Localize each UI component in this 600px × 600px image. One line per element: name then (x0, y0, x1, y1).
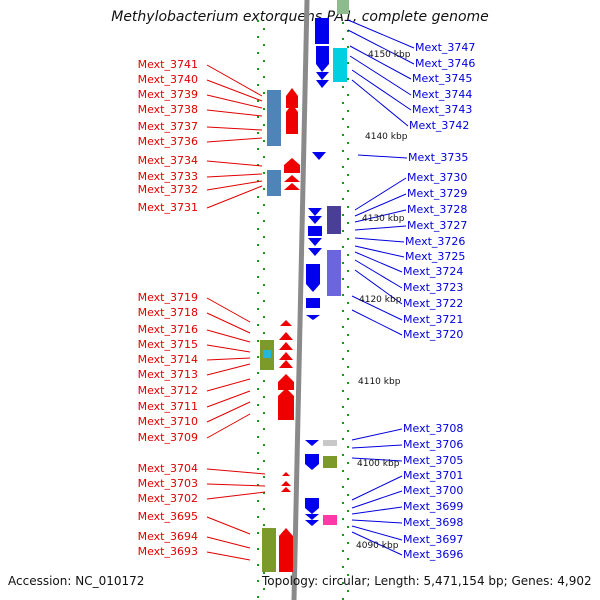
right-leader-lines (347, 19, 415, 556)
feature-block (263, 350, 271, 358)
gene-label-left[interactable]: Mext_3713 (137, 368, 198, 381)
gene-label-left[interactable]: Mext_3714 (137, 353, 198, 366)
feature-block (323, 515, 337, 525)
gene-label-right[interactable]: Mext_3700 (403, 484, 464, 497)
gene-label-right[interactable]: Mext_3722 (403, 297, 464, 310)
gene-label-left[interactable]: Mext_3741 (137, 58, 198, 71)
gene-label-left[interactable]: Mext_3719 (137, 291, 198, 304)
gene-label-left[interactable]: Mext_3716 (137, 323, 198, 336)
gene-label-right[interactable]: Mext_3744 (412, 88, 473, 101)
feature-block (327, 206, 341, 234)
gene-label-right[interactable]: Mext_3721 (403, 313, 464, 326)
gene-label-right[interactable]: Mext_3724 (403, 265, 464, 278)
gene-label-right[interactable]: Mext_3698 (403, 516, 464, 529)
scale-label: 4100 kbp (357, 459, 400, 469)
scale-label: 4120 kbp (359, 295, 402, 305)
gene-label-left[interactable]: Mext_3695 (137, 510, 198, 523)
gene-label-left[interactable]: Mext_3710 (137, 415, 198, 428)
scale-label: 4110 kbp (358, 377, 401, 387)
gene-label-left[interactable]: Mext_3702 (137, 492, 198, 505)
gene-label-left[interactable]: Mext_3703 (137, 477, 198, 490)
accession-text: Accession: NC_010172 (8, 574, 145, 588)
gene-label-right[interactable]: Mext_3747 (415, 41, 476, 54)
gene-label-right[interactable]: Mext_3743 (412, 103, 473, 116)
gene-label-right[interactable]: Mext_3730 (407, 171, 468, 184)
feature-block (333, 48, 347, 82)
genome-backbone (291, 0, 310, 600)
gene-label-right[interactable]: Mext_3701 (403, 469, 464, 482)
gene-label-right[interactable]: Mext_3720 (403, 328, 464, 341)
feature-block (327, 250, 341, 296)
gene-label-right[interactable]: Mext_3725 (405, 250, 466, 263)
gene-label-left[interactable]: Mext_3737 (137, 120, 198, 133)
forward-gene-arrows (278, 88, 300, 572)
scale-label: 4130 kbp (362, 214, 405, 224)
gene-label-left[interactable]: Mext_3731 (137, 201, 198, 214)
gene-label-left[interactable]: Mext_3715 (137, 338, 198, 351)
feature-block (323, 456, 337, 468)
gene-label-left[interactable]: Mext_3711 (137, 400, 198, 413)
gene-label-right[interactable]: Mext_3727 (407, 219, 468, 232)
gene-label-right[interactable]: Mext_3723 (403, 281, 464, 294)
gene-label-right[interactable]: Mext_3742 (409, 119, 470, 132)
gene-label-left[interactable]: Mext_3718 (137, 306, 198, 319)
gene-label-right[interactable]: Mext_3696 (403, 548, 464, 561)
reverse-gene-arrows (305, 18, 329, 526)
scale-label: 4140 kbp (365, 132, 408, 142)
topology-text: Topology: circular; Length: 5,471,154 bp… (262, 574, 592, 588)
scale-label: 4150 kbp (368, 50, 411, 60)
gene-label-left[interactable]: Mext_3712 (137, 384, 198, 397)
gene-label-right[interactable]: Mext_3745 (412, 72, 473, 85)
gene-label-right[interactable]: Mext_3728 (407, 203, 468, 216)
feature-block (267, 90, 281, 146)
feature-block (262, 528, 276, 572)
feature-block (337, 0, 349, 14)
gene-label-left[interactable]: Mext_3736 (137, 135, 198, 148)
gene-label-left[interactable]: Mext_3704 (137, 462, 198, 475)
gene-label-right[interactable]: Mext_3708 (403, 422, 464, 435)
feature-block (323, 440, 337, 446)
feature-block (267, 170, 281, 196)
gene-label-left[interactable]: Mext_3740 (137, 73, 198, 86)
gene-label-left[interactable]: Mext_3739 (137, 88, 198, 101)
scale-label: 4090 kbp (356, 541, 399, 551)
gene-label-right[interactable]: Mext_3706 (403, 438, 464, 451)
gene-label-left[interactable]: Mext_3694 (137, 530, 198, 543)
gene-label-left[interactable]: Mext_3733 (137, 170, 198, 183)
gene-label-right[interactable]: Mext_3735 (408, 151, 469, 164)
gene-label-left[interactable]: Mext_3738 (137, 103, 198, 116)
left-leader-lines (206, 64, 266, 561)
gene-label-left[interactable]: Mext_3734 (137, 154, 198, 167)
gene-label-right[interactable]: Mext_3705 (403, 454, 464, 467)
gene-label-right[interactable]: Mext_3697 (403, 533, 464, 546)
gene-label-right[interactable]: Mext_3726 (405, 235, 466, 248)
gene-label-right[interactable]: Mext_3746 (415, 57, 476, 70)
gene-label-right[interactable]: Mext_3699 (403, 500, 464, 513)
gene-label-left[interactable]: Mext_3732 (137, 183, 198, 196)
gene-label-left[interactable]: Mext_3709 (137, 431, 198, 444)
genome-title: Methylobacterium extorquens PA1, complet… (111, 9, 489, 25)
gene-label-left[interactable]: Mext_3693 (137, 545, 198, 558)
gene-label-right[interactable]: Mext_3729 (407, 187, 468, 200)
